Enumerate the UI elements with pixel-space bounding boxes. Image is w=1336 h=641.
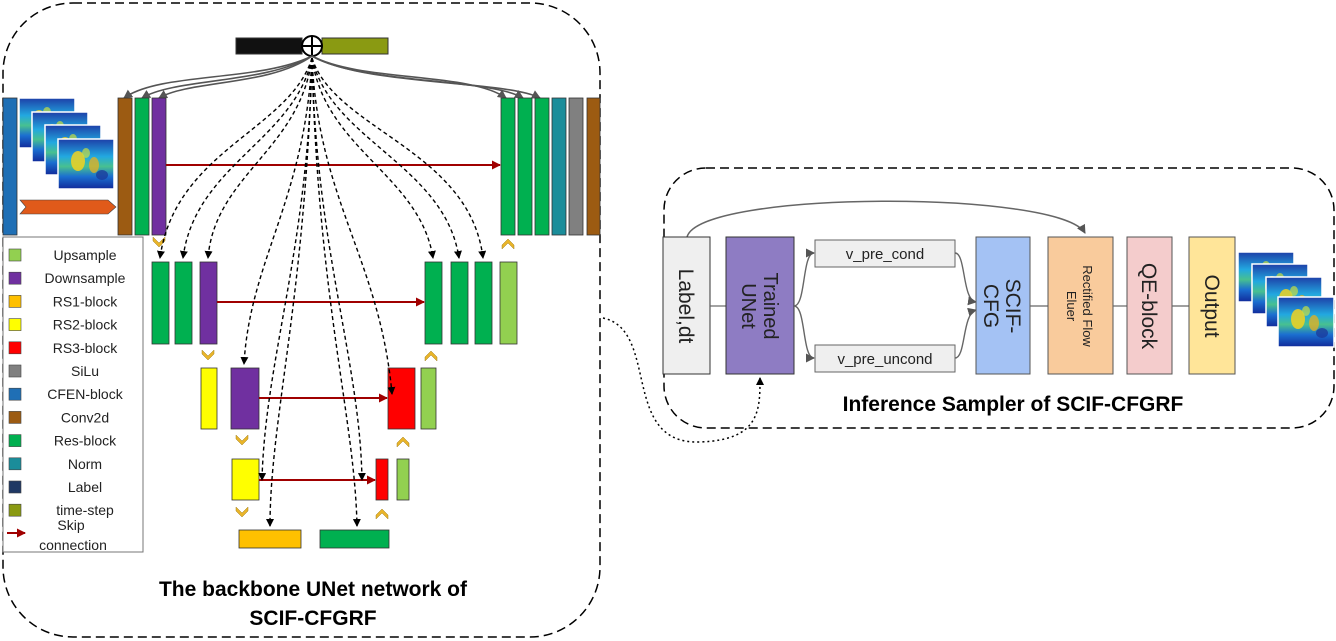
legend: UpsampleDownsampleRS1-blockRS2-blockRS3-… — [2, 236, 144, 553]
qe-block-box — [1126, 236, 1173, 375]
rectified-flow-box — [1047, 236, 1114, 375]
downsample-enc-2 — [199, 261, 218, 345]
res-block-enc-1 — [134, 97, 150, 236]
trained-unet-box — [725, 236, 795, 375]
v-pre-uncond-text: v_pre_uncond — [837, 351, 932, 368]
upsample-dec-4 — [396, 458, 410, 501]
legend-swatch-upsample — [8, 248, 22, 262]
legend-swatch-downsample — [8, 271, 22, 285]
sampler-title: Inference Sampler of SCIF-CFGRF — [843, 393, 1184, 416]
legend-label-silu: SiLu — [71, 363, 99, 379]
rs2-block-enc-4 — [231, 458, 260, 501]
res-block-dec-2b — [450, 261, 469, 345]
backbone-frame — [2, 2, 601, 638]
rectified-flow-text-line2: Eluer — [1064, 291, 1079, 322]
backbone-title-line1: The backbone UNet network of — [159, 578, 468, 601]
chevron-up-icon — [501, 238, 515, 250]
add-node-icon — [301, 35, 323, 57]
label-dt-box — [662, 236, 711, 375]
label-bar — [235, 37, 303, 55]
cfen-block-input — [2, 97, 18, 236]
legend-swatch-norm — [8, 457, 22, 471]
merge-arrows — [954, 252, 977, 359]
legend-label-norm: Norm — [68, 456, 102, 472]
unet-branch-arrows — [793, 248, 815, 363]
sampler-link-dotted — [602, 317, 764, 443]
conv2d-dec-1 — [586, 97, 601, 236]
rectified-flow-text-line1: Rectified Flow — [1080, 265, 1095, 347]
res-block-enc-2b — [174, 261, 193, 345]
scif-cfg-text-line2: CFG — [979, 284, 1002, 328]
spectrogram-input-4 — [57, 138, 115, 190]
legend-label-cfen-block: CFEN-block — [47, 386, 123, 402]
trained-unet-text-line2: UNet — [737, 283, 759, 329]
legend-swatch-silu — [8, 364, 22, 378]
skip-connections — [166, 160, 501, 485]
spectrogram-output-4 — [1277, 296, 1335, 348]
conv2d-enc-1 — [117, 97, 133, 236]
legend-swatch-rs3-block — [8, 341, 22, 355]
downsample-enc-3 — [230, 367, 260, 430]
chevron-up-icon — [375, 508, 389, 520]
legend-label-downsample: Downsample — [45, 270, 126, 286]
chevron-down-icon — [201, 349, 215, 361]
legend-swatch-conv2d — [8, 411, 22, 424]
res-block-dec-1c — [534, 97, 550, 236]
output-box — [1188, 236, 1236, 375]
res-block-dec-1a — [500, 97, 516, 236]
trained-unet-text-line1: Trained — [759, 272, 781, 339]
legend-swatch-rs1-block — [8, 295, 22, 308]
backbone-title-line2: SCIF-CFGRF — [249, 607, 376, 630]
legend-label-upsample: Upsample — [53, 247, 116, 263]
rs1-block-bottleneck — [238, 529, 302, 549]
label-dt-text: Label,dt — [674, 269, 697, 344]
legend-label-rs2-block: RS2-block — [53, 317, 119, 333]
upsample-dec-2 — [499, 261, 518, 345]
downsample-enc-1 — [151, 97, 167, 236]
v-pre-cond-text: v_pre_cond — [846, 246, 924, 263]
legend-swatch-time-step — [8, 503, 22, 517]
res-block-dec-1b — [517, 97, 533, 236]
res-block-dec-2a — [424, 261, 443, 345]
legend-label-rs3-block: RS3-block — [53, 340, 119, 356]
norm-dec-1 — [551, 97, 567, 236]
chevron-up-icon — [396, 436, 410, 448]
legend-swatch-cfen-block — [8, 387, 22, 401]
legend-label-label: Label — [68, 479, 102, 495]
res-block-bottleneck — [319, 529, 390, 549]
timestep-dashed-arrows — [157, 57, 487, 527]
rs3-block-dec-4 — [375, 458, 389, 501]
legend-label-rs1-block: RS1-block — [53, 293, 119, 309]
legend-swatch-res-block — [8, 434, 22, 447]
output-text: Output — [1200, 274, 1223, 337]
v-pre-cond-box — [814, 239, 956, 268]
chevron-down-icon — [235, 506, 249, 518]
legend-swatch-label — [8, 480, 22, 494]
legend-label-time-step: time-step — [56, 502, 114, 518]
legend-skip-label-line1: Skip — [57, 517, 84, 533]
upsample-dec-3 — [420, 367, 437, 430]
legend-swatch-rs2-block — [8, 318, 22, 331]
scif-cfg-text-line1: SCIF- — [1001, 279, 1024, 334]
legend-skip-label-line2: connection — [39, 537, 107, 553]
legend-label-conv2d: Conv2d — [61, 409, 109, 425]
legend-label-res-block: Res-block — [54, 433, 117, 449]
chevron-up-icon — [424, 350, 438, 362]
legend-frame — [2, 236, 144, 553]
qe-block-text: QE-block — [1137, 263, 1160, 350]
input-arrow — [19, 199, 117, 215]
rs3-block-dec-3 — [387, 367, 416, 430]
res-block-dec-2c — [474, 261, 493, 345]
rs2-block-enc-3 — [200, 367, 218, 430]
v-pre-uncond-box — [814, 344, 956, 373]
time-step-bar — [321, 37, 389, 55]
res-block-enc-2a — [151, 261, 170, 345]
chevron-down-icon — [235, 434, 249, 446]
silu-dec-1 — [568, 97, 584, 236]
timestep-embedding-arrows — [123, 55, 541, 99]
label-to-rectified-arrow — [686, 200, 1086, 238]
